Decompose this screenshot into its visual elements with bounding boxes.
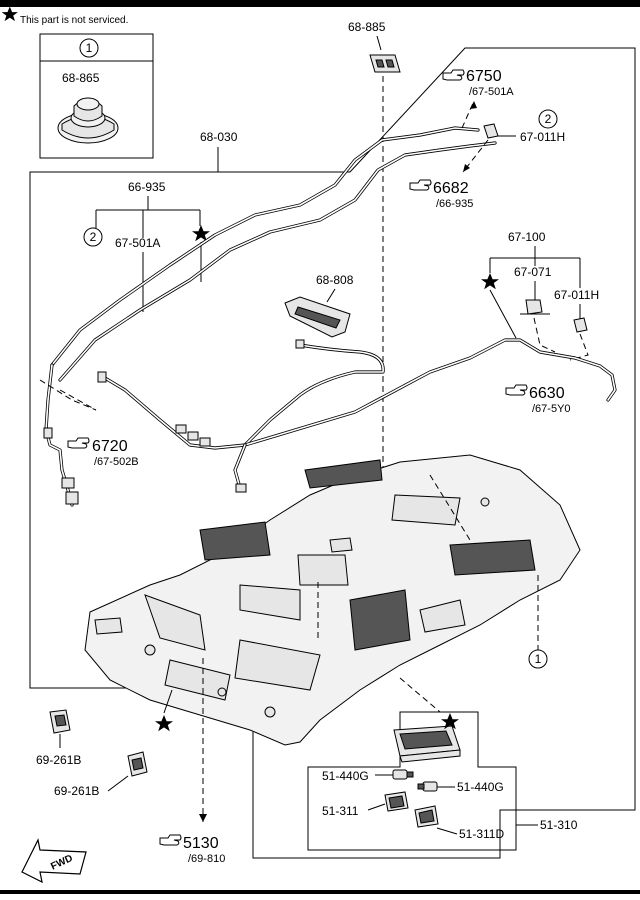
label-69-261B-a: 69-261B [36, 753, 81, 767]
circle-2-right [538, 109, 558, 129]
pointing-hand-icon [409, 179, 432, 191]
bulb-51-440G-left [392, 769, 414, 780]
pointing-hand-icon [442, 69, 465, 81]
lamp-box [307, 711, 517, 851]
label-68-030: 68-030 [200, 130, 238, 144]
pointing-hand-icon [67, 437, 90, 449]
label-67-011H-top: 67-011H [520, 130, 565, 144]
inset-circle-num: 1 [86, 41, 93, 55]
part-69-261B-a [49, 709, 71, 734]
ref-6720-num: 6720 [92, 438, 128, 455]
ref-6630-sub: /67-5Y0 [532, 403, 571, 415]
circle-1-inset [79, 38, 99, 58]
label-67-071: 67-071 [514, 265, 552, 279]
label-69-261B-b: 69-261B [54, 784, 99, 798]
label-51-440G-right: 51-440G [457, 780, 504, 794]
label-67-501A: 67-501A [115, 236, 160, 250]
lens-51-311D [414, 805, 439, 828]
svg-text:2: 2 [90, 230, 97, 244]
star-icon [441, 713, 459, 730]
clip-68-865-drawing [57, 97, 119, 144]
label-66-935: 66-935 [128, 180, 166, 194]
star-icon [481, 273, 499, 290]
ref-6630-num: 6630 [529, 385, 565, 402]
inset-box [39, 33, 154, 159]
svg-text:1: 1 [535, 652, 542, 666]
star-icon [1, 6, 18, 22]
star-icon [192, 225, 210, 242]
inset-part-label: 68-865 [62, 71, 100, 85]
circle-1 [528, 649, 548, 669]
label-68-885: 68-885 [348, 20, 386, 34]
pointing-hand-icon [505, 384, 528, 396]
part-68-885 [369, 54, 401, 73]
lens-51-311 [384, 791, 409, 812]
left-connectors [43, 427, 79, 505]
connector-67-011H-right [573, 317, 588, 333]
fwd-arrow-icon: FWD [21, 838, 87, 884]
ref-5130-sub: /69-810 [188, 853, 225, 865]
svg-text:2: 2 [545, 112, 552, 126]
star-icon [155, 715, 173, 732]
ref-6720-sub: /67-502B [94, 456, 139, 468]
part-51-310-lamp [393, 725, 461, 763]
top-bar [0, 0, 640, 7]
part-67-071 [520, 299, 550, 315]
harness-branch-connectors [97, 339, 305, 493]
label-51-311: 51-311 [322, 804, 359, 818]
label-68-808: 68-808 [316, 273, 354, 287]
connector-67-011H-top [483, 123, 516, 139]
part-68-808 [284, 296, 351, 338]
ref-6750-num: 6750 [466, 68, 502, 85]
label-67-100: 67-100 [508, 230, 546, 244]
bottom-bar [0, 890, 640, 894]
label-51-311D: 51-311D [459, 827, 504, 841]
label-51-310: 51-310 [540, 818, 578, 832]
ref-6682-num: 6682 [433, 180, 469, 197]
part-69-261B-b [127, 751, 148, 777]
label-51-440G-left: 51-440G [322, 769, 369, 783]
ref-5130-num: 5130 [183, 835, 219, 852]
label-67-011H-right: 67-011H [554, 288, 599, 302]
pointing-hand-icon [159, 834, 182, 846]
headliner-panel [84, 454, 581, 746]
circle-2-left [83, 227, 103, 247]
ref-6682-sub: /66-935 [436, 198, 473, 210]
star-note: This part is not serviced. [20, 15, 128, 26]
ref-6750-sub: /67-501A [469, 86, 514, 98]
bulb-51-440G-right [417, 781, 438, 792]
